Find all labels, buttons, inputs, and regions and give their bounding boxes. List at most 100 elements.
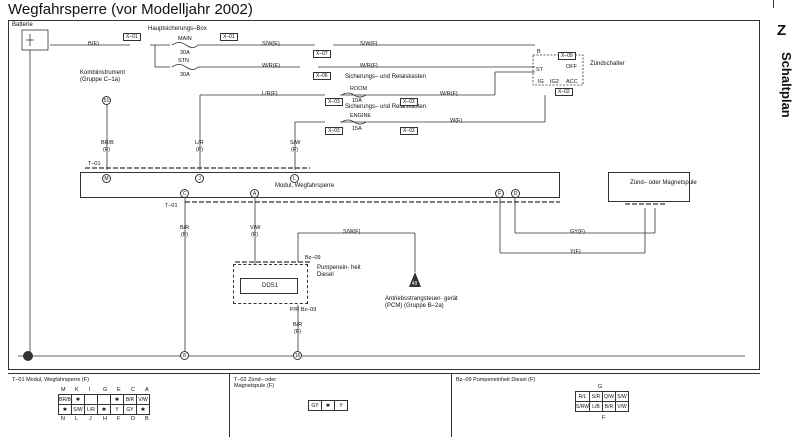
main-fuse-amp: 30A [180,50,190,56]
t02-cell: ✱ [321,400,335,411]
ref-x01b: X–01 [220,33,238,41]
ref-x07: X–07 [313,50,331,58]
bz09-cell: S/RW [575,401,590,412]
t01-top-pin-letter: K [75,387,79,393]
ignition-coil-label: Zünd– oder Magnetspule [630,180,697,186]
bz09-cell: S/W [614,391,629,402]
pin-f: F [495,189,504,198]
ign-pos-ig2: IG2 [550,79,559,85]
t01-top-pin-letter: I [89,387,91,393]
t02-connector-table: GY✱Y [308,400,348,411]
pump-inner-label: DDS1 [262,283,279,289]
ground-point-8: 8 [180,351,189,360]
wire-label-sw: S/W [290,140,301,146]
battery-symbol [21,29,49,51]
bz09-panel-title: Bz–09 Pumpeneinheit Diesel (F) [456,377,536,383]
ground-point-16: 16 [293,351,302,360]
bz09-cell: V/W [614,401,629,412]
ref-t01b: T–01 [165,203,178,209]
wire-label-br2: B/R [293,322,303,328]
page-title: Wegfahrsperre (vor Modelljahr 2002) [8,1,253,18]
wire-label-wr-f: W/R(F) [360,63,378,69]
ground-symbol [23,351,33,361]
t01-cell [84,394,98,405]
wire-label-brb-f: (F) [103,147,111,153]
pump-unit-label: Pumpenein- heit Diesel [317,265,361,278]
ignition-coil-box [608,172,690,202]
t01-cell: ✱ [136,404,150,415]
pcm-label: Antriebsstrangsteuer- gerät (PCM) (Grupp… [385,296,458,309]
wire-label-br-fb: (F) [181,232,189,238]
immobilizer-module-box [80,172,560,198]
wire-label-lr-fb: (F) [196,147,204,153]
room-fuse-name: ROOM [350,86,368,92]
ign-pos-off: OFF [566,64,577,70]
connector-t01-cell [8,374,230,437]
wire-label-sw-fb: (F) [291,147,299,153]
wire-label-y-f: Y(F) [570,249,581,255]
bz09-cell: B/R [601,401,616,412]
wire-label-w-f: W(F) [450,118,463,124]
t01-bottom-pin-letter: H [103,416,107,422]
t02-cell: GY [308,400,322,411]
t01-bottom-pin-letter: D [131,416,135,422]
pin-c: C [180,189,189,198]
ref-t01: T–01 [88,161,101,167]
wire-label-brb: BR/B [101,140,114,146]
t01-cell: ✱ [71,394,85,405]
t01-bottom-pin-letter: B [145,416,149,422]
t01-top-pin-letter: M [61,387,66,393]
corner-tick [773,0,774,8]
ref-x09: X–09 [558,52,576,60]
wire-label-br: B/R [180,225,190,231]
stn-fuse-name: STN [178,58,189,64]
engine-fuse-amp: 15A [352,126,362,132]
bz09-top-pin-letter: G [598,384,603,390]
t01-cell: S/W [71,404,85,415]
t01-top-pin-letter: A [145,387,149,393]
t01-cell: GY [123,404,137,415]
pump-inner-box [240,278,298,294]
instrument-label: Kombiinstrument [80,70,126,76]
ign-pos-st: ST [536,67,544,73]
ref-x03c: X–03 [325,127,343,135]
wire-label-b-e: B(E) [88,41,99,47]
stn-fuse-symbol [171,64,199,70]
engine-fuse-name: ENGINE [350,113,372,119]
ignition-switch-label: Zündschalter [590,61,625,67]
t01-cell: Y [110,404,124,415]
bz09-cell: Q/W [601,391,616,402]
wire-label-sw-e: S/W(E) [262,41,280,47]
ref-x02: X–02 [555,88,573,96]
connector-t02-cell [230,374,452,437]
pin-51: 51 [102,96,111,105]
t02-panel-title: T–02 Zünd– oder Magnetspule (F) [234,377,277,389]
relay-box-1-label: Sicherungs– und Relaiskasten [345,74,427,80]
ref-x03d: X–03 [400,127,418,135]
wire-label-vw: V/W [250,225,261,231]
battery-label: Batterie [12,22,33,28]
immobilizer-module-label: Modul, Wegfahrsperre [275,183,335,189]
t01-bottom-pin-letter: L [75,416,79,422]
t01-cell: ✱ [97,404,111,415]
pcm-ground-arrow [409,272,421,287]
stn-fuse-amp: 30A [180,72,190,78]
ign-pos-acc: ACC [566,79,578,85]
t01-top-pin-letter: C [131,387,135,393]
pin-a: A [250,189,259,198]
pin-m: M [102,174,111,183]
main-fuse-name: MAIN [178,36,192,42]
t01-panel-title: T–01 Modul, Wegfahrsperre (F) [12,377,89,383]
t01-cell: ✱ [58,404,72,415]
t01-cell: L/R [84,404,98,415]
bz09-bottom-pin-letter: F [602,415,606,421]
relay-box-2-label: Sicherungs– und Relaiskasten [345,104,427,110]
connector-panel: T–01 Modul, Wegfahrsperre (F) T–02 Zünd–… [8,373,760,437]
pin-j: J [195,174,204,183]
bz09-cell: S/R [588,391,603,402]
t01-cell [97,394,111,405]
t01-cell: ✱ [110,394,124,405]
ref-x03a: X–03 [325,98,343,106]
